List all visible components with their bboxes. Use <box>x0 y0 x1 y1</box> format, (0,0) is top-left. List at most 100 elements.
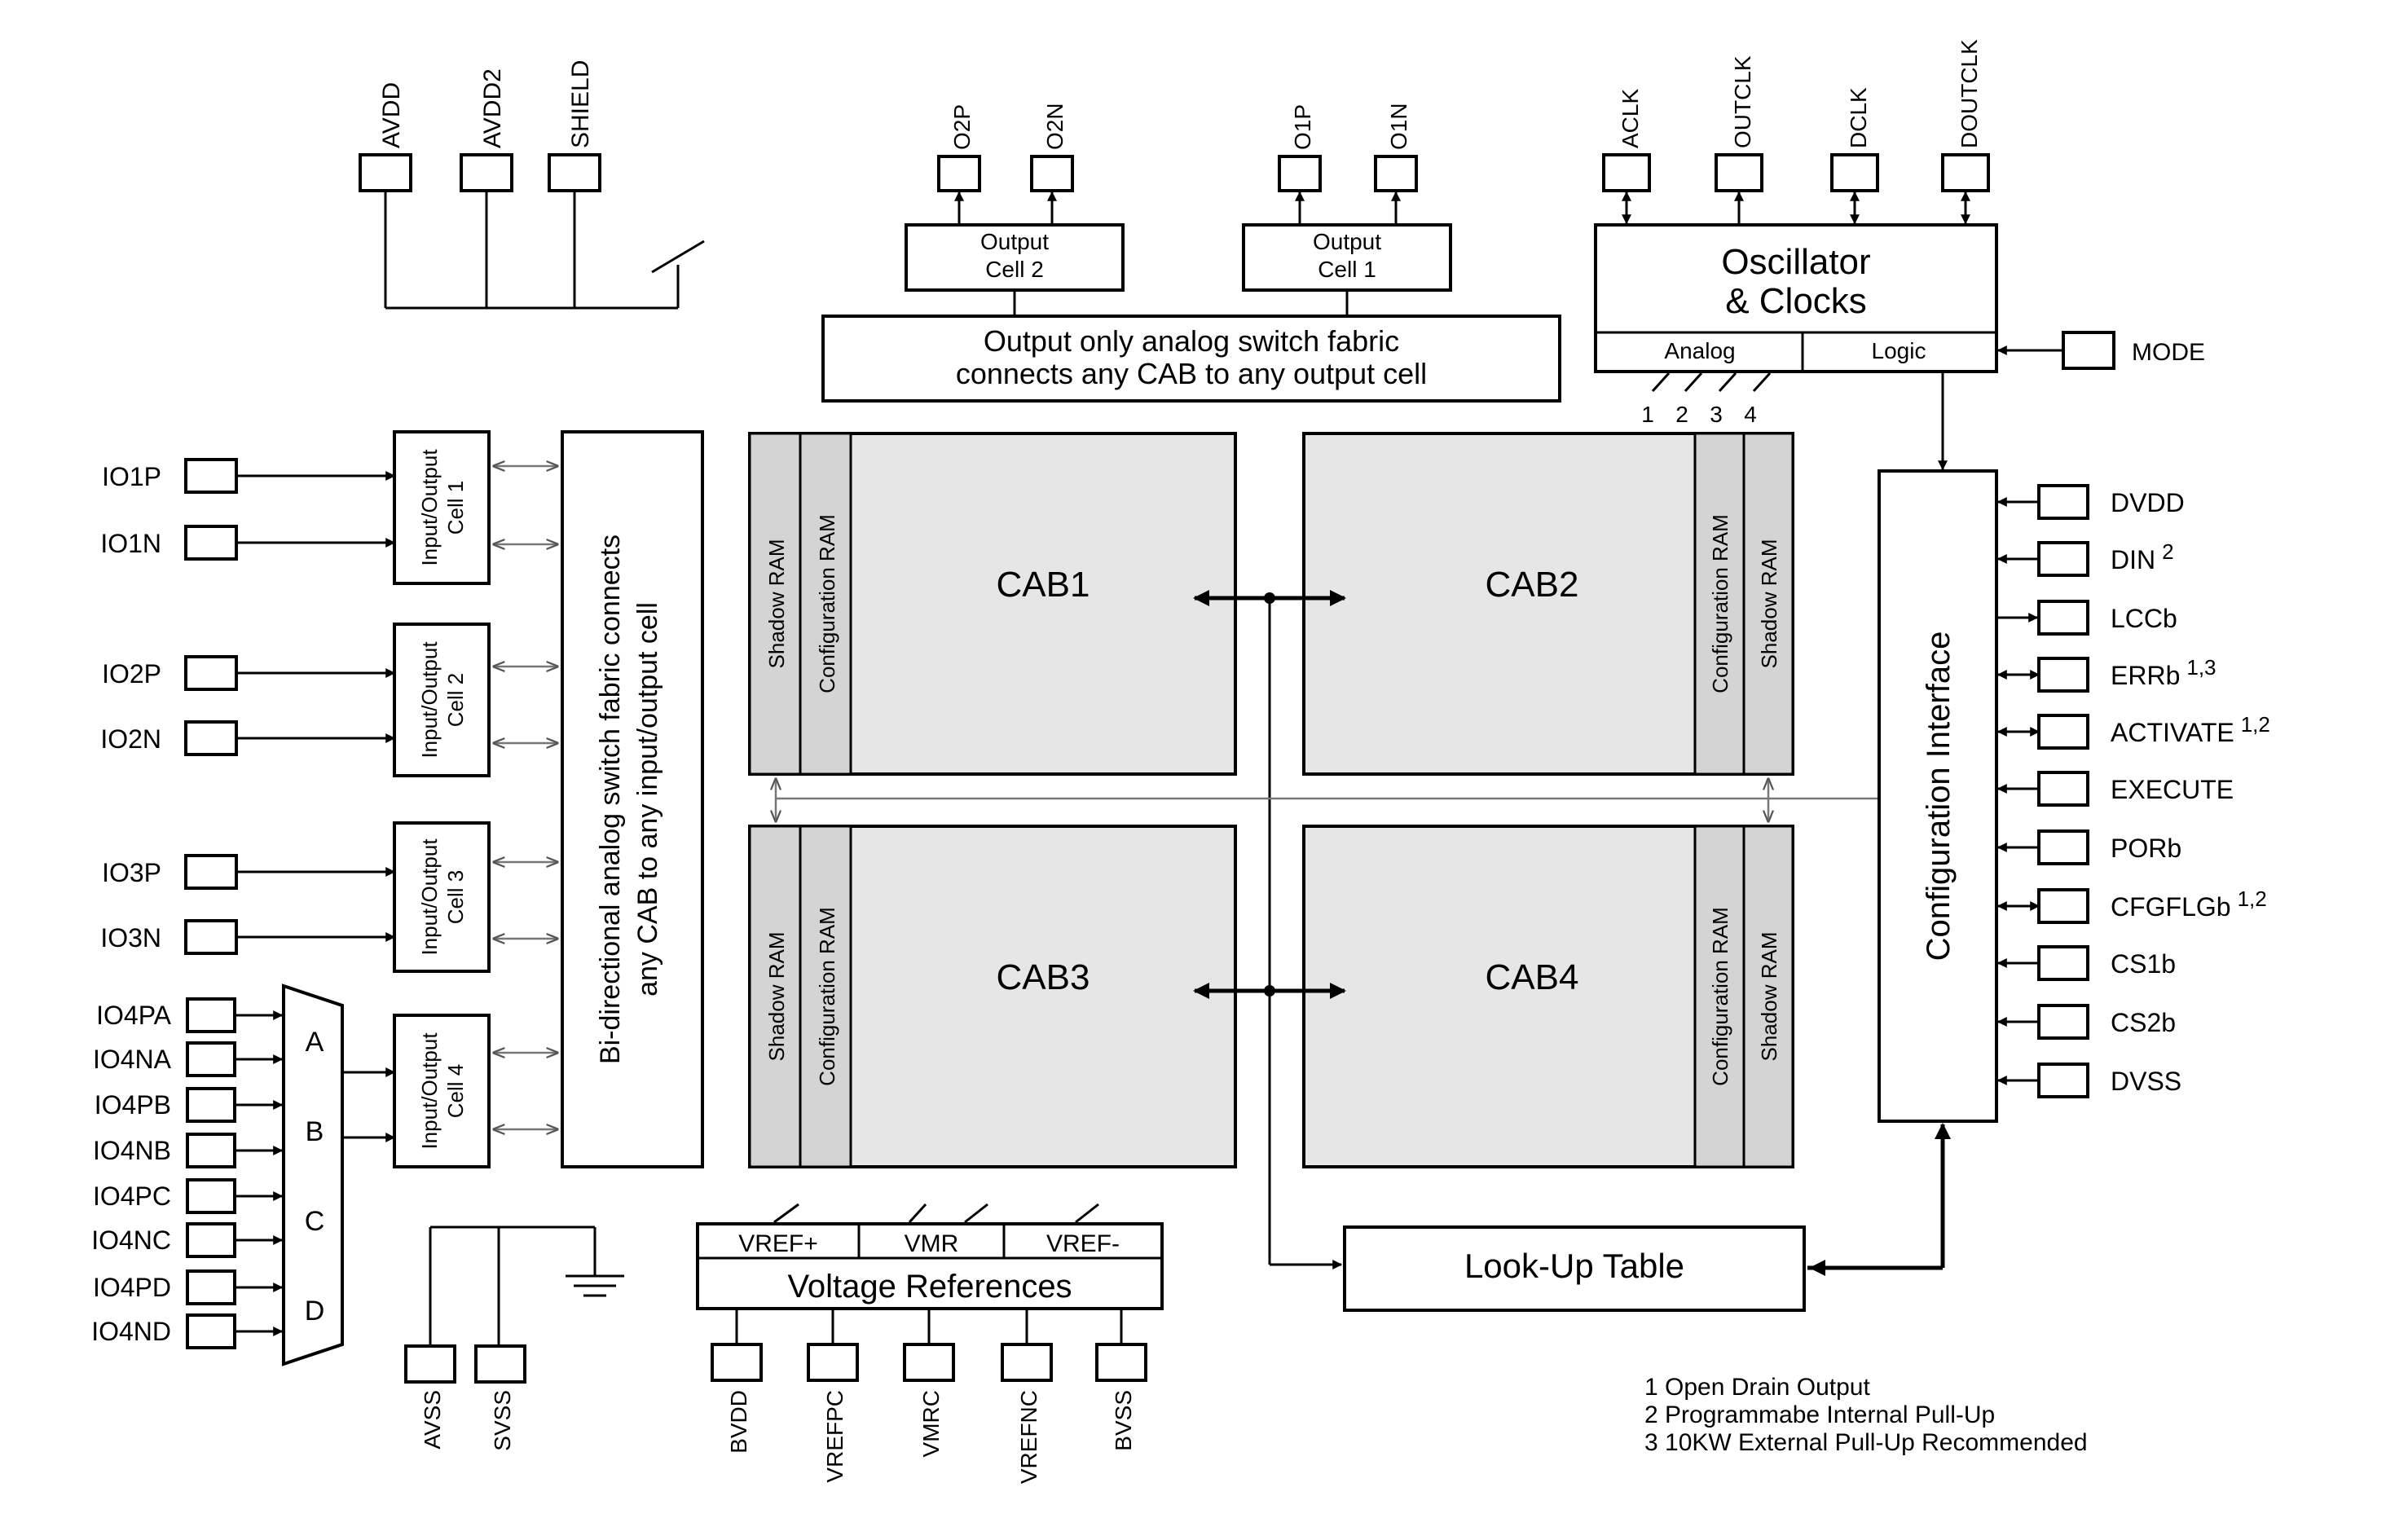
cab2-config-ram <box>1693 432 1745 776</box>
footnote-1: 1 Open Drain Output <box>1644 1374 1870 1401</box>
cab4-config-ram-label: Configuration RAM <box>1708 907 1732 1086</box>
pin-o2p <box>937 155 981 192</box>
io-cell-2-label-1: Input/Output <box>417 641 442 759</box>
pin-label-io1n: IO1N <box>100 529 161 558</box>
analog-clock-lines: 1 2 3 4 <box>1641 372 1772 427</box>
cab1-config-ram <box>799 432 852 776</box>
io-cell-1-label-1: Input/Output <box>417 449 442 566</box>
pin-io4pb <box>186 1087 236 1123</box>
io4-multiplexer <box>282 983 344 1366</box>
mux-label-a: A <box>306 1027 324 1058</box>
pin-doutclk <box>1941 153 1990 192</box>
output-cell-2-label-2: Cell 2 <box>985 257 1044 282</box>
io-cell-4-label-1: Input/Output <box>417 1032 442 1150</box>
io-cell-1-label-2: Cell 1 <box>443 481 468 535</box>
config-interface-label: Configuration Interface <box>1921 631 1957 961</box>
cab3-shadow-ram-label: Shadow RAM <box>764 932 789 1062</box>
pin-label-o2n: O2N <box>1042 103 1068 150</box>
pin-label-svss: SVSS <box>490 1390 515 1451</box>
pin-label-outclk: OUTCLK <box>1730 55 1755 148</box>
io-cell-4 <box>393 1014 491 1168</box>
pin-porb <box>2037 829 2089 865</box>
top-power-group: AVDD AVDD2 SHIELD <box>359 60 705 310</box>
pin-io3p <box>184 854 238 890</box>
pin-label-doutclk: DOUTCLK <box>1957 39 1982 148</box>
power-switch-lever <box>651 240 705 274</box>
pin-label-io2p: IO2P <box>102 659 161 689</box>
io-cell-4-label-2: Cell 4 <box>443 1064 468 1118</box>
bidirectional-switch-fabric <box>561 430 704 1168</box>
vmr-label: VMR <box>905 1230 959 1257</box>
pin-label-avss: AVSS <box>420 1390 445 1450</box>
pin-cs2b <box>2037 1004 2089 1040</box>
oscillator-title-1: Oscillator <box>1721 242 1870 282</box>
pin-label-cs2b: CS2b <box>2111 1008 2176 1037</box>
pin-o1n <box>1374 155 1418 192</box>
pin-bvdd <box>711 1343 763 1382</box>
mux-label-d: D <box>305 1296 325 1327</box>
bidir-fabric-label-1: Bi-directional analog switch fabric conn… <box>595 535 626 1064</box>
pin-execute <box>2037 771 2089 807</box>
io4-mux-group: IO4PAIO4NAIO4PBIO4NBIO4PCIO4NCIO4PDIO4ND… <box>91 983 396 1366</box>
lookup-table-label: Look-Up Table <box>1464 1247 1684 1285</box>
clock-line-4: 4 <box>1744 402 1757 427</box>
pin-io4pa <box>186 997 236 1033</box>
pin-io1n <box>184 525 238 561</box>
pin-io2p <box>184 655 238 691</box>
voltage-references-title: Voltage References <box>787 1269 1072 1305</box>
configuration-interface <box>1878 469 1998 1123</box>
pin-io2n <box>184 720 238 756</box>
bidir-fabric-label-2: any CAB to any input/output cell <box>632 602 663 997</box>
cab1-shadow-ram <box>748 432 802 776</box>
pin-label-io4nb: IO4NB <box>93 1136 171 1165</box>
pin-label-io4nd: IO4ND <box>91 1317 171 1346</box>
pin-label-vmrc: VMRC <box>918 1390 944 1457</box>
output-fabric-label-2: connects any CAB to any output cell <box>956 357 1427 390</box>
pin-activate <box>2037 714 2089 750</box>
output-cell-1-label-2: Cell 1 <box>1318 257 1376 282</box>
clock-line-3: 3 <box>1710 402 1723 427</box>
pin-dclk <box>1830 153 1879 192</box>
output-cell-2-label-1: Output <box>980 229 1049 254</box>
pin-cfgflgb <box>2037 888 2089 924</box>
cab2-config-ram-label: Configuration RAM <box>1708 514 1732 693</box>
pin-label-bvss: BVSS <box>1111 1390 1136 1451</box>
pin-vrefnc <box>1001 1343 1053 1382</box>
pin-dvss <box>2037 1063 2089 1098</box>
pin-label-mode: MODE <box>2132 339 2205 366</box>
cab3-config-ram-label: Configuration RAM <box>815 907 839 1086</box>
cab2-shadow-ram-label: Shadow RAM <box>1757 539 1781 669</box>
io-cell-3 <box>393 821 491 973</box>
pin-label-avdd2: AVDD2 <box>479 68 506 148</box>
io-cells: Input/Output Cell 1 Input/Output Cell 2 … <box>393 430 557 1168</box>
pin-mode <box>2062 331 2115 370</box>
cab3-shadow-ram <box>748 825 802 1168</box>
pin-label-porb: PORb <box>2111 834 2181 863</box>
pin-o1p <box>1278 155 1322 192</box>
mux-label-c: C <box>305 1206 325 1237</box>
cab2-shadow-ram <box>1742 432 1794 776</box>
pin-label-io4pc: IO4PC <box>93 1181 171 1211</box>
cab4-config-ram <box>1693 825 1745 1168</box>
io-cell-1 <box>393 430 491 585</box>
cab4-shadow-ram <box>1742 825 1794 1168</box>
pin-label-io4pd: IO4PD <box>93 1273 171 1302</box>
oscillator-block <box>1594 223 1998 373</box>
pin-io4nc <box>186 1222 236 1258</box>
pin-vmrc <box>903 1343 955 1382</box>
cab3-label: CAB3 <box>997 957 1090 997</box>
pin-label-shield: SHIELD <box>567 60 594 148</box>
pin-io4pc <box>186 1178 236 1214</box>
cab4-label: CAB4 <box>1486 957 1579 997</box>
pin-o2n <box>1030 155 1074 192</box>
left-io-pins: IO1P IO1N IO2P IO2N IO3P IO3N <box>100 458 396 955</box>
io-cell-2 <box>393 623 491 777</box>
pin-label-dvdd: DVDD <box>2111 488 2185 517</box>
pin-svss <box>474 1344 526 1384</box>
pin-io4pd <box>186 1269 236 1305</box>
pin-avdd2 <box>460 153 513 192</box>
